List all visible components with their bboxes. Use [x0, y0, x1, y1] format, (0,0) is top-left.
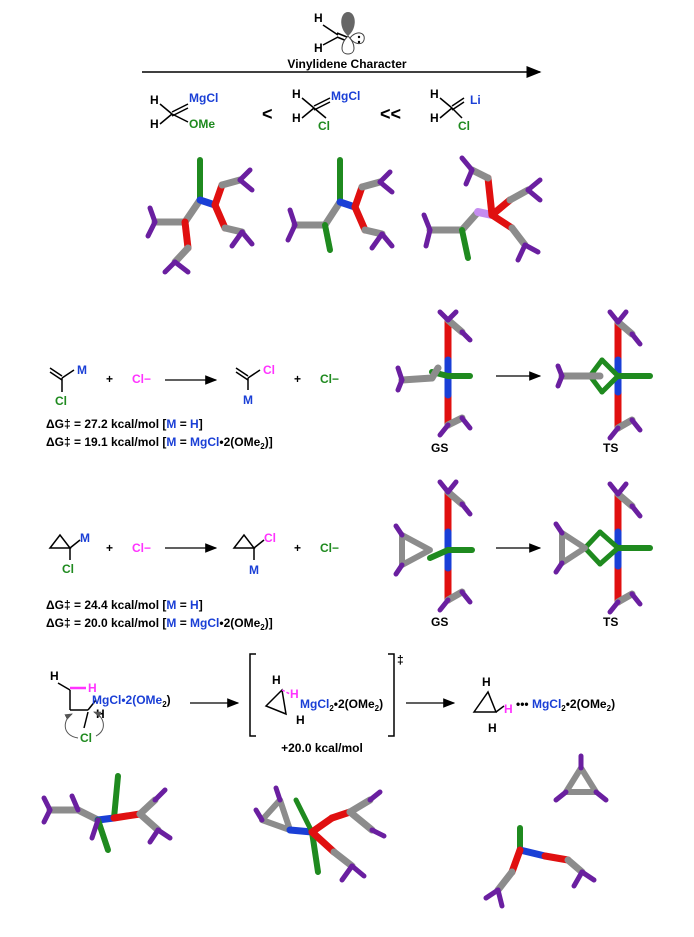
gs-label: GS: [431, 441, 448, 455]
ts-label: TS: [603, 615, 618, 629]
atom-h: H: [292, 111, 301, 125]
m-label: M: [80, 531, 90, 545]
model-reaction3-sm: [41, 773, 173, 853]
orbital-h-bottom: H: [314, 41, 323, 55]
compound-vinyl-mgcl-cl: H H MgCl Cl: [292, 87, 360, 133]
dagger: ‡: [397, 653, 404, 667]
much-less-than: <<: [380, 104, 401, 124]
mgcl-label: MgCl: [331, 89, 360, 103]
plus: +: [294, 372, 301, 386]
cl-label: Cl: [62, 562, 74, 576]
m-label: M: [77, 363, 87, 377]
reaction3-product: H H H ••• MgCl2•2(OMe2): [472, 675, 615, 735]
cl-label: Cl: [458, 119, 470, 133]
ts-energy: +20.0 kcal/mol: [281, 741, 363, 755]
plus: +: [294, 541, 301, 555]
dg-line-2: ΔG‡ = 20.0 kcal/mol [M = MgCl•2(OMe2)]: [46, 616, 273, 632]
model-vinyl-li-cl: [421, 155, 543, 263]
atom-h: H: [50, 669, 59, 683]
atom-h: H: [488, 721, 497, 735]
m-label: M: [243, 393, 253, 407]
li-label: Li: [470, 93, 481, 107]
atom-h: H: [272, 673, 281, 687]
model-vinyl-mgcl-ome: [145, 157, 255, 275]
atom-h: H: [430, 87, 439, 101]
plus: +: [106, 372, 113, 386]
model-reaction2-gs: [393, 479, 475, 613]
model-reaction1-gs: [395, 309, 473, 438]
ome-label: OMe: [189, 117, 215, 131]
orbital-h-top: H: [314, 11, 323, 25]
vinylidene-label: Vinylidene Character: [287, 57, 406, 71]
atom-h: H: [296, 713, 305, 727]
atom-h: H: [150, 93, 159, 107]
reaction3-transition-state: ‡ H H H MgCl2•2(OMe2): [249, 653, 404, 737]
migrating-h: H: [88, 681, 97, 695]
model-vinyl-mgcl-cl: [285, 157, 395, 253]
orbital-diagram: H H: [314, 11, 365, 55]
cl-label: Cl: [55, 394, 67, 408]
sm-mg-label: MgCl•2(OMe2): [92, 693, 171, 709]
cl-label: Cl: [263, 363, 275, 377]
atom-h: H: [150, 117, 159, 131]
reaction3-starting-material: H H H MgCl•2(OMe2) Cl: [50, 669, 171, 745]
cl-label: Cl: [264, 531, 276, 545]
cl-label: Cl: [80, 731, 92, 745]
chloride-ion: Cl−: [132, 541, 151, 555]
ts-label: TS: [603, 441, 618, 455]
chloride-ion: Cl−: [320, 541, 339, 555]
atom-h: H: [482, 675, 491, 689]
chloride-ion: Cl−: [132, 372, 151, 386]
gs-label: GS: [431, 615, 448, 629]
model-reaction3-ts: [253, 785, 387, 883]
ts-mg-label: MgCl2•2(OMe2): [300, 697, 383, 713]
atom-h: H: [430, 111, 439, 125]
less-than: <: [262, 104, 273, 124]
reaction2-scheme: M Cl + Cl− Cl M + Cl− ΔG‡ = 24.4 kcal/mo…: [46, 531, 339, 632]
dg-line-1: ΔG‡ = 27.2 kcal/mol [M = H]: [46, 417, 203, 431]
model-reaction3-product: [483, 753, 609, 909]
compound-vinyl-li-cl: H H Li Cl: [430, 87, 481, 133]
chloride-ion: Cl−: [320, 372, 339, 386]
plus: +: [106, 541, 113, 555]
dg-line-2: ΔG‡ = 19.1 kcal/mol [M = MgCl•2(OMe2)]: [46, 435, 273, 451]
atom-h: H: [292, 87, 301, 101]
model-reaction1-ts: [555, 309, 653, 441]
migrating-h: H: [290, 687, 299, 701]
cl-label: Cl: [318, 119, 330, 133]
compound-vinyl-mgcl-ome: H H MgCl OMe: [150, 91, 218, 131]
reaction1-scheme: M Cl + Cl− Cl M + Cl− ΔG‡ = 27.2 kcal/mo…: [46, 363, 339, 451]
dg-line-1: ΔG‡ = 24.4 kcal/mol [M = H]: [46, 598, 203, 612]
model-reaction2-ts: [553, 481, 653, 615]
migrating-h: H: [504, 702, 513, 716]
m-label: M: [249, 563, 259, 577]
prod-mg-label: ••• MgCl2•2(OMe2): [516, 697, 615, 713]
mgcl-label: MgCl: [189, 91, 218, 105]
